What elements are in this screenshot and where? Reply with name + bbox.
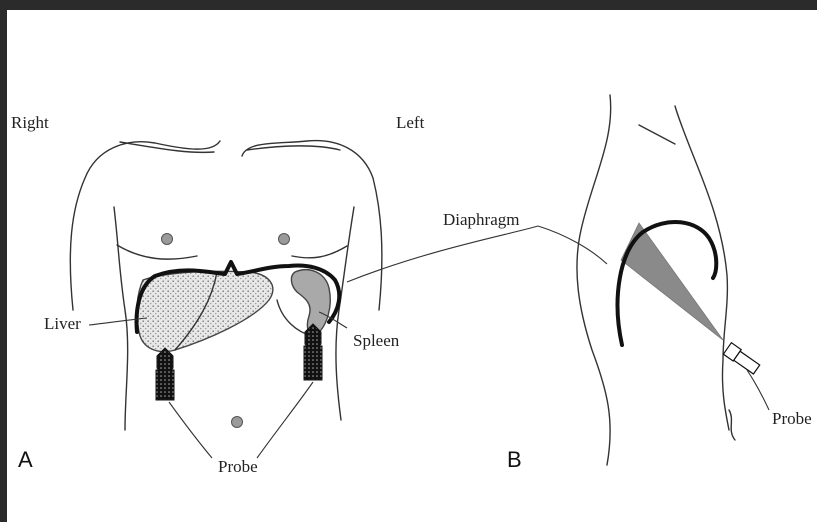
diaphragm-leader-b [538, 226, 607, 264]
figure-canvas: Right Left Diaphragm Liver Spleen Probe … [7, 10, 817, 522]
panel-b-lateral [577, 95, 761, 465]
probe-left-handle [304, 346, 322, 380]
right-trunk-line [114, 207, 128, 430]
probe-b-label: Probe [772, 409, 812, 428]
liver-shape [137, 271, 273, 351]
probe-a-leader-left [257, 382, 313, 458]
probe-b [723, 343, 761, 375]
lower-front-wiggle [729, 410, 735, 440]
spleen-label: Spleen [353, 331, 400, 350]
left-trunk-line [336, 207, 354, 420]
probe-b-leader [747, 370, 769, 410]
right-clavicle-line [120, 142, 214, 152]
right-pectoral-line [117, 245, 197, 259]
spleen-shape [291, 270, 330, 335]
diaphragm-label: Diaphragm [443, 210, 519, 229]
probe-a-label: Probe [218, 457, 258, 476]
orientation-right-label: Right [11, 113, 49, 132]
probe-right [156, 348, 174, 400]
left-clavicle-line [247, 146, 340, 150]
umbilicus-marker [232, 417, 243, 428]
anatomy-diagram: Right Left Diaphragm Liver Spleen Probe … [7, 10, 817, 522]
diaphragm-leader-a [347, 226, 538, 282]
probe-right-handle [156, 370, 174, 400]
front-outline [675, 106, 729, 430]
right-nipple-marker [162, 234, 173, 245]
liver-label: Liver [44, 314, 81, 333]
left-pectoral-line [292, 246, 347, 258]
arm-line [639, 125, 675, 144]
probe-left [304, 324, 322, 380]
panel-b-label: B [507, 447, 522, 472]
panel-a-label: A [18, 447, 33, 472]
left-nipple-marker [279, 234, 290, 245]
probe-a-leader-right [169, 402, 212, 458]
back-outline [577, 95, 611, 465]
panel-a-torso [70, 141, 382, 430]
orientation-left-label: Left [396, 113, 425, 132]
